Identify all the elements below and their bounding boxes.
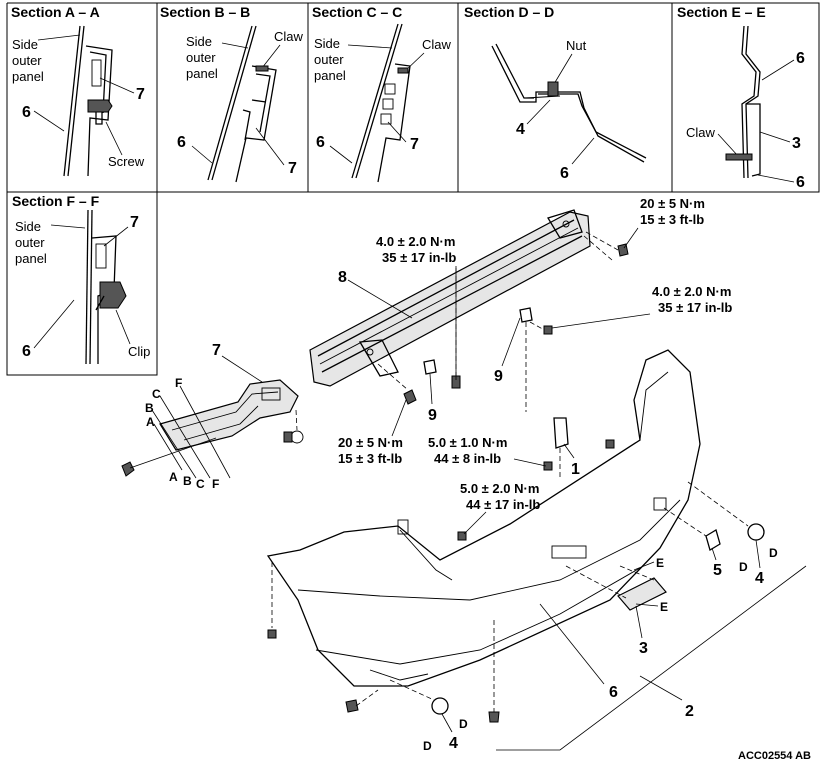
- section-e-part-6-bottom: 6: [796, 174, 805, 191]
- part-callouts: 8 7 9 9 1 5 4 3 6 2 4: [212, 269, 807, 752]
- marker-lower-a: A: [169, 470, 178, 484]
- torque-1-imperial: 15 ± 3 ft-lb: [640, 212, 704, 227]
- callout-part-7: 7: [212, 342, 221, 359]
- marker-upper-f: F: [175, 376, 182, 390]
- torque-4-nm: 20 ± 5 N·m: [338, 435, 403, 450]
- callout-part-9-left: 9: [428, 407, 437, 424]
- section-f-title: Section F – F: [12, 193, 100, 209]
- bumper-face-6: [266, 349, 701, 723]
- section-e-part-3: 3: [792, 135, 801, 152]
- section-f-part-7: 7: [130, 214, 139, 231]
- callout-part-3: 3: [639, 640, 648, 657]
- callout-part-6: 6: [609, 684, 618, 701]
- marker-lower-f: F: [212, 477, 219, 491]
- marker-upper-c: C: [152, 387, 161, 401]
- marker-e-bottom: E: [660, 600, 668, 614]
- marker-lower-c: C: [196, 477, 205, 491]
- section-e-part-6-top: 6: [796, 50, 805, 67]
- section-b-part-7: 7: [288, 160, 297, 177]
- section-f-clip-label: Clip: [128, 344, 150, 359]
- callout-part-1: 1: [571, 461, 580, 478]
- callout-part-4-bottom: 4: [449, 735, 458, 752]
- section-b-title: Section B – B: [160, 4, 250, 20]
- fasteners: [283, 243, 629, 541]
- marker-d-bottom-2: D: [459, 717, 468, 731]
- marker-e-top: E: [656, 556, 664, 570]
- section-e-claw-label: Claw: [686, 125, 716, 140]
- bumper-reinforcement-8: [309, 209, 619, 391]
- torque-5-nm: 5.0 ± 1.0 N·m: [428, 435, 507, 450]
- section-c-part-6: 6: [316, 134, 325, 151]
- section-c-claw-label: Claw: [422, 37, 452, 52]
- section-f-part-6: 6: [22, 343, 31, 360]
- section-c-title: Section C – C: [312, 4, 402, 20]
- section-d-part-6: 6: [560, 165, 569, 182]
- section-c-part-7: 7: [410, 136, 419, 153]
- marker-lower-b: B: [183, 474, 192, 488]
- torque-5-imperial: 44 ± 8 in-lb: [434, 451, 501, 466]
- torque-3-imperial: 35 ± 17 in-lb: [658, 300, 732, 315]
- section-e-title: Section E – E: [677, 4, 766, 20]
- callout-part-2: 2: [685, 703, 694, 720]
- section-d-nut-label: Nut: [566, 38, 587, 53]
- callout-part-4-right: 4: [755, 570, 764, 587]
- callout-part-5: 5: [713, 562, 722, 579]
- callout-part-9-right: 9: [494, 368, 503, 385]
- marker-d-right-2: D: [769, 546, 778, 560]
- small-parts: [389, 307, 765, 715]
- section-a-screw-label: Screw: [108, 154, 145, 169]
- diagram-code: ACC02554 AB: [738, 750, 811, 762]
- marker-upper-a: A: [146, 415, 155, 429]
- side-bracket-7: [121, 379, 304, 477]
- marker-d-right-1: D: [739, 560, 748, 574]
- marker-upper-b: B: [145, 401, 154, 415]
- torque-1-nm: 20 ± 5 N·m: [640, 196, 705, 211]
- section-markers: F C B A A B C F D D D D E E: [145, 376, 778, 753]
- torque-specs: 20 ± 5 N·m 15 ± 3 ft-lb 4.0 ± 2.0 N·m 35…: [338, 196, 732, 535]
- section-d: Section D – D Nut 4 6: [464, 4, 647, 182]
- section-a-title: Section A – A: [11, 4, 100, 20]
- torque-6-nm: 5.0 ± 2.0 N·m: [460, 481, 539, 496]
- section-b-part-6: 6: [177, 134, 186, 151]
- section-b-claw-label: Claw: [274, 29, 304, 44]
- section-a-part-6: 6: [22, 104, 31, 121]
- torque-4-imperial: 15 ± 3 ft-lb: [338, 451, 402, 466]
- torque-2-nm: 4.0 ± 2.0 N·m: [376, 234, 455, 249]
- section-d-part-4: 4: [516, 121, 525, 138]
- torque-3-nm: 4.0 ± 2.0 N·m: [652, 284, 731, 299]
- section-d-title: Section D – D: [464, 4, 554, 20]
- section-a-part-7: 7: [136, 86, 145, 103]
- section-frames: [6, 2, 820, 376]
- callout-part-8: 8: [338, 269, 347, 286]
- section-e: Section E – E 6 Claw 3 6: [677, 4, 805, 191]
- torque-6-imperial: 44 ± 17 in-lb: [466, 497, 540, 512]
- torque-2-imperial: 35 ± 17 in-lb: [382, 250, 456, 265]
- marker-d-bottom-1: D: [423, 739, 432, 753]
